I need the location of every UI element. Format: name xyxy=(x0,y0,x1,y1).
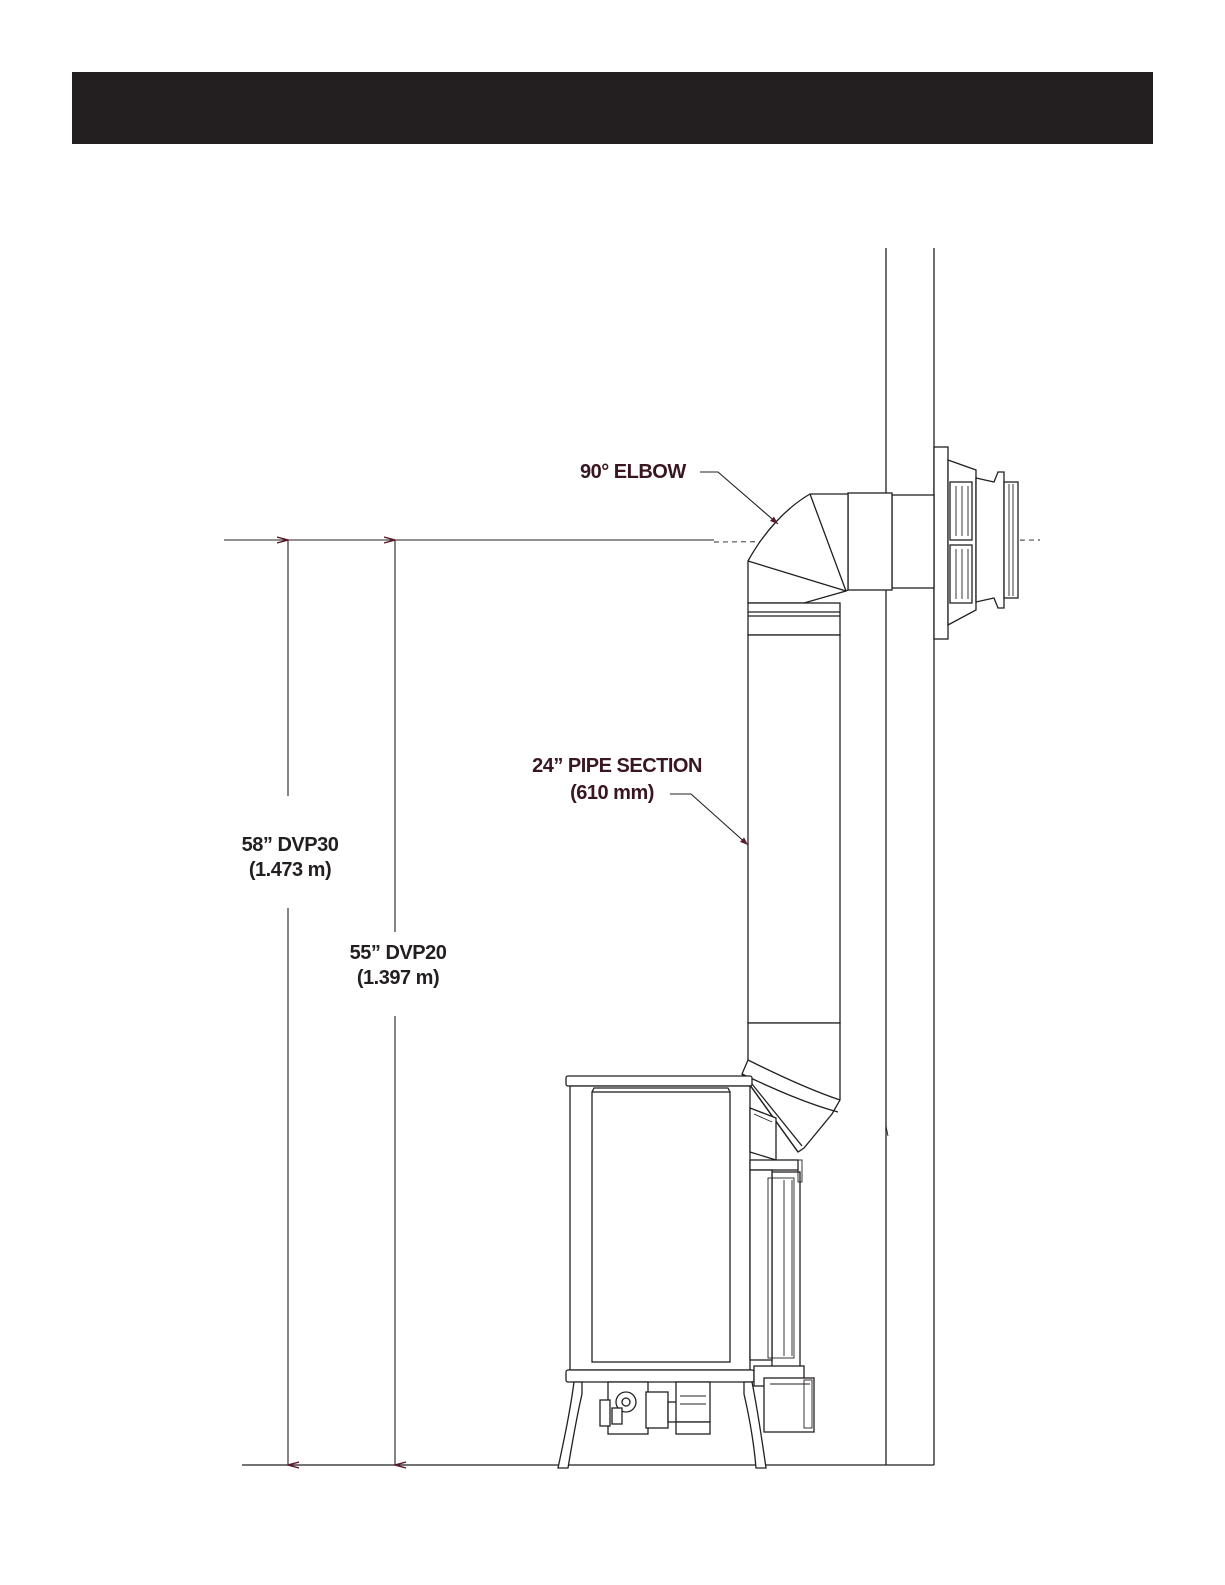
horizontal-pipe xyxy=(848,493,934,590)
dimension-dvp20: 55” DVP20 (1.397 m) xyxy=(350,540,447,1465)
dvp30-label: 58” DVP30 xyxy=(242,834,339,856)
dvp30-metric: (1.473 m) xyxy=(249,859,331,881)
wall xyxy=(886,248,934,1465)
pipe-section-metric: (610 mm) xyxy=(570,782,654,804)
dimension-dvp30: 58” DVP30 (1.473 m) xyxy=(242,540,339,1465)
dvp20-label: 55” DVP20 xyxy=(350,942,447,964)
elbow-label: 90° ELBOW xyxy=(580,461,686,483)
dvp20-metric: (1.397 m) xyxy=(357,967,439,989)
termination-cap xyxy=(934,447,1018,639)
callout-elbow: 90° ELBOW xyxy=(580,461,778,524)
pipe-section-label: 24” PIPE SECTION xyxy=(532,755,702,777)
callout-pipe-section: 24” PIPE SECTION (610 mm) xyxy=(532,755,748,845)
stove xyxy=(558,1076,814,1468)
pipe-section-24 xyxy=(748,603,840,1023)
